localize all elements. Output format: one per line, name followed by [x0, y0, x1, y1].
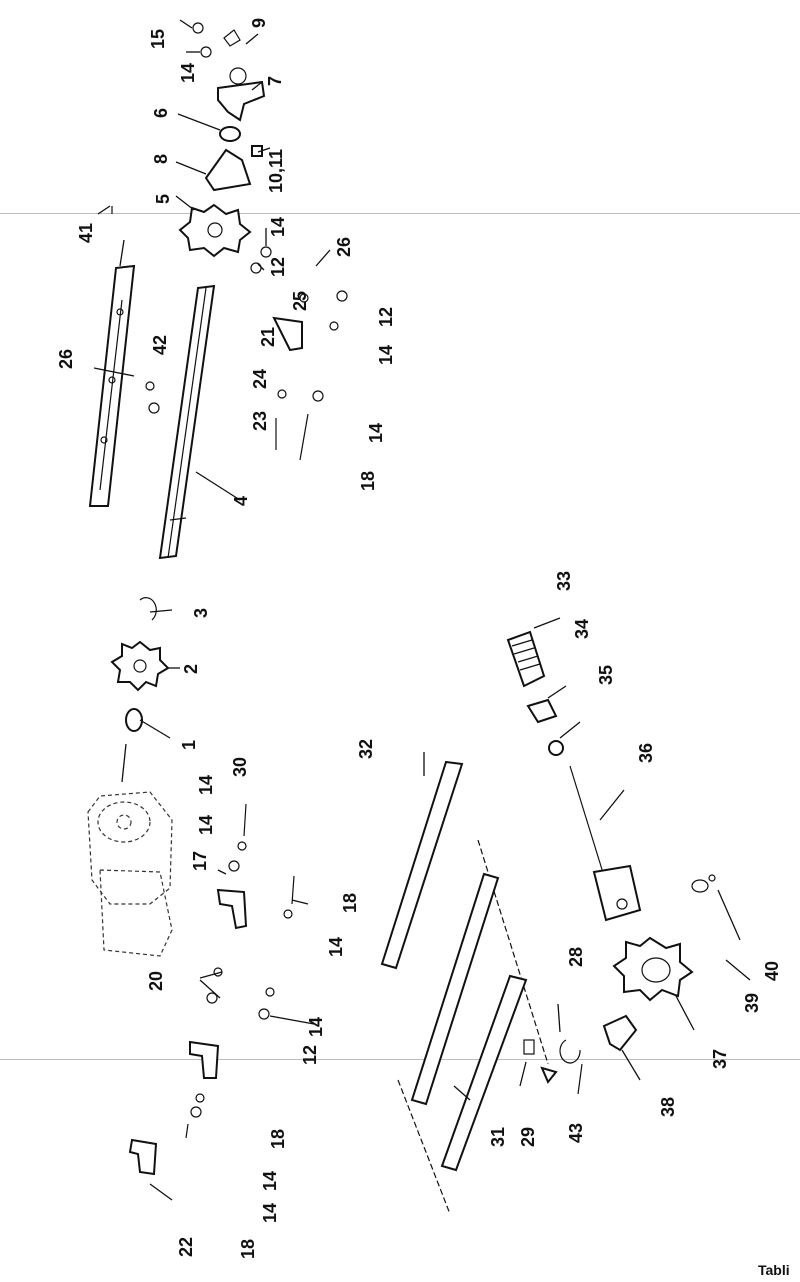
- callout-28: 29: [518, 1126, 539, 1148]
- callout-1: 1: [179, 739, 200, 751]
- corner-label: Tabli: [758, 1262, 790, 1278]
- callout-16: 17: [190, 850, 211, 872]
- gearbox: [87, 791, 173, 957]
- hook-and-pin: [523, 1039, 583, 1095]
- callout-18-bottom: 18: [238, 1238, 259, 1260]
- callout-10-11: 10,11: [266, 148, 287, 194]
- callout-12-mid: 12: [376, 306, 397, 328]
- callout-31: 32: [356, 738, 377, 760]
- channel-bar: [380, 760, 464, 970]
- callout-18-mid: 18: [358, 470, 379, 492]
- callout-5: 5: [153, 193, 174, 205]
- upper-sprocket: [178, 203, 252, 258]
- guide-bar: [88, 264, 136, 507]
- brackets-left: [128, 803, 295, 1176]
- callout-17: 18: [268, 1128, 289, 1150]
- callout-13-low: 14: [306, 1016, 327, 1038]
- callout-4: 4: [231, 495, 252, 507]
- callout-39: 40: [762, 960, 783, 982]
- bearing-housing: [192, 22, 266, 192]
- callout-8: 8: [151, 153, 172, 165]
- callout-9: 9: [249, 17, 270, 29]
- scan-rule-top: [0, 213, 800, 214]
- callout-42: 43: [566, 1122, 587, 1144]
- callout-14-top: 14: [178, 62, 199, 84]
- callout-30: 31: [488, 1126, 509, 1148]
- snap-ring: [139, 597, 157, 621]
- callout-24: 25: [290, 290, 311, 312]
- callout-6: 6: [151, 107, 172, 119]
- washer-ring: [125, 708, 143, 732]
- callout-13-top: 14: [268, 216, 289, 238]
- callout-19: 20: [146, 970, 167, 992]
- fastener-group-upper: [111, 206, 348, 461]
- callout-22: 23: [250, 410, 271, 432]
- callout-23: 24: [250, 368, 271, 390]
- callout-13-bottom: 14: [260, 1202, 281, 1224]
- callout-37: 38: [658, 1096, 679, 1118]
- callout-40: 41: [76, 222, 97, 244]
- callout-38: 39: [742, 992, 763, 1014]
- callout-36: 37: [710, 1048, 731, 1070]
- callout-25: 26: [334, 236, 355, 258]
- callout-13-mid: 14: [376, 344, 397, 366]
- callout-2: 2: [181, 663, 202, 675]
- callout-29: 30: [230, 756, 251, 778]
- callout-33: 34: [572, 618, 593, 640]
- callout-21: 22: [176, 1236, 197, 1258]
- callout-20: 21: [258, 326, 279, 348]
- chain-conveyor: [397, 839, 558, 1215]
- callout-41: 42: [150, 334, 171, 356]
- callout-34: 35: [596, 664, 617, 686]
- middle-sprocket: [110, 640, 170, 692]
- callout-14-low: 14: [326, 936, 347, 958]
- callout-15: 15: [148, 28, 169, 50]
- callout-32: 33: [554, 570, 575, 592]
- callout-27: 28: [566, 946, 587, 968]
- scan-rule-bottom: [0, 1059, 800, 1060]
- callout-12-top: 12: [268, 256, 289, 278]
- leader-lines: [93, 19, 751, 1201]
- callout-3: 3: [191, 607, 212, 619]
- callout-18-low: 18: [340, 892, 361, 914]
- callout-26: 26: [56, 348, 77, 370]
- callout-7: 7: [265, 75, 286, 87]
- callout-14-bottom: 14: [260, 1170, 281, 1192]
- callout-14-lowmid: 14: [196, 814, 217, 836]
- drive-shaft: [158, 284, 216, 560]
- callout-13-lowmid: 14: [196, 774, 217, 796]
- callout-14-mid: 14: [366, 422, 387, 444]
- callout-35: 36: [636, 742, 657, 764]
- callout-12-low: 12: [300, 1044, 321, 1066]
- tensioner-assembly: [506, 630, 716, 1052]
